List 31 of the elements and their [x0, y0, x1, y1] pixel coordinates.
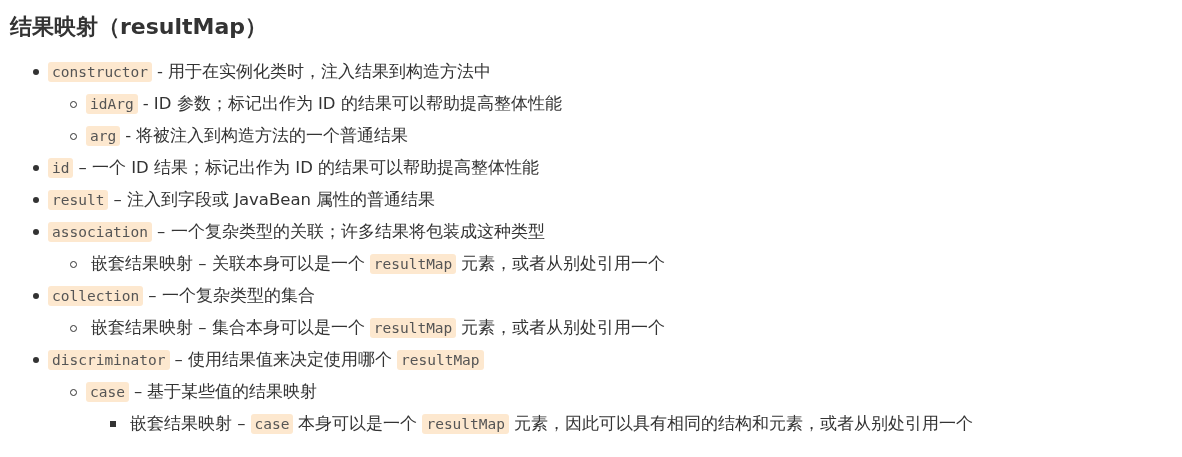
- inline-code: resultMap: [397, 350, 484, 370]
- inline-code: result: [48, 190, 109, 210]
- list-text: 嵌套结果映射 –: [130, 413, 246, 435]
- list-text: 元素，因此可以具有相同的结构和元素，或者从别处引用一个: [514, 413, 973, 435]
- inline-code: resultMap: [422, 414, 509, 434]
- list-text: - ID 参数；标记出作为 ID 的结果可以帮助提高整体性能: [142, 93, 562, 115]
- inline-code: resultMap: [369, 318, 457, 338]
- inline-code: resultMap: [369, 254, 457, 274]
- inline-code: idArg: [86, 94, 138, 114]
- list-text: 元素，或者从别处引用一个: [461, 317, 666, 339]
- list-text: - 用于在实例化类时，注入结果到构造方法中: [157, 61, 492, 83]
- list-text: 嵌套结果映射 – 关联本身可以是一个: [91, 253, 365, 275]
- inline-code: id: [48, 158, 74, 178]
- list-text: 嵌套结果映射 – 集合本身可以是一个: [91, 317, 365, 339]
- list-text: – 一个 ID 结果；标记出作为 ID 的结果可以帮助提高整体性能: [78, 157, 540, 179]
- inline-code: arg: [86, 126, 121, 146]
- inline-code: case: [86, 382, 129, 402]
- inline-code: association: [48, 222, 153, 242]
- list-text: – 一个复杂类型的关联；许多结果将包装成这种类型: [157, 221, 545, 243]
- heading: 结果映射（resultMap）: [10, 13, 268, 41]
- list-text: – 一个复杂类型的集合: [148, 285, 315, 307]
- list-text: - 将被注入到构造方法的一个普通结果: [125, 125, 409, 147]
- list-text: 元素，或者从别处引用一个: [461, 253, 666, 275]
- list-text: – 使用结果值来决定使用哪个: [174, 349, 392, 371]
- list-text: – 注入到字段或 JavaBean 属性的普通结果: [113, 189, 436, 211]
- inline-code: discriminator: [48, 350, 170, 370]
- list-text: – 基于某些值的结果映射: [133, 381, 318, 403]
- inline-code: constructor: [48, 62, 153, 82]
- inline-code: collection: [48, 286, 144, 306]
- inline-code: case: [250, 414, 294, 434]
- list-text: 本身可以是一个: [298, 413, 418, 435]
